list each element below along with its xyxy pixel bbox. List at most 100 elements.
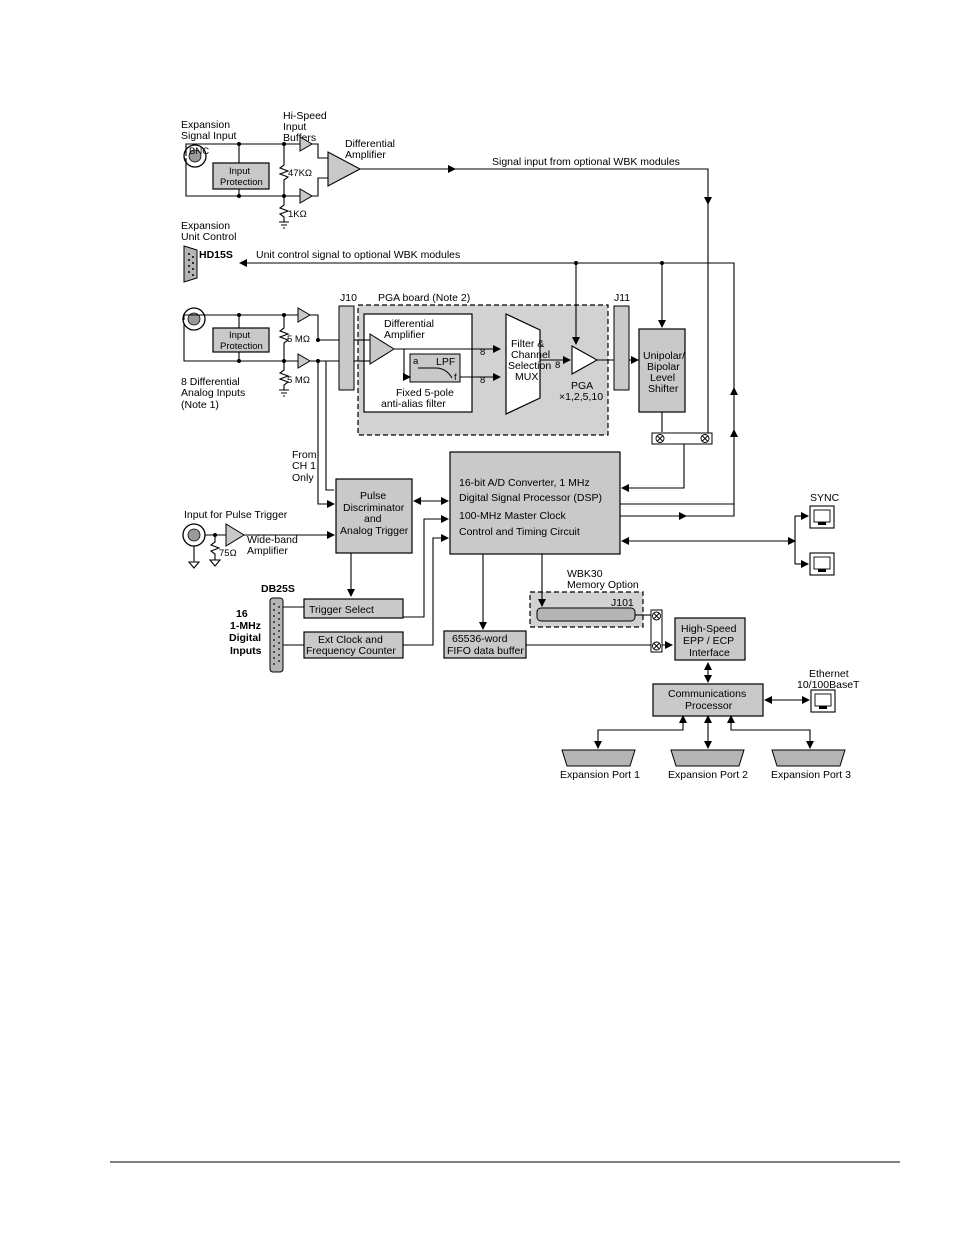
pulse-disc-label-2: Discriminator bbox=[343, 502, 405, 514]
comm-label-1: Communications bbox=[668, 688, 746, 700]
expansion-port-3-label: Expansion Port 3 bbox=[771, 769, 851, 781]
sync-label: SYNC bbox=[810, 492, 840, 504]
ethernet-label-2: 10/100BaseT bbox=[797, 679, 860, 691]
bus-width-label: 8 bbox=[555, 360, 560, 371]
lpf-a-label: a bbox=[413, 356, 419, 367]
pga-board: PGA board (Note 2) J10 J11 Differential … bbox=[338, 263, 686, 436]
mux-label-3: Selection bbox=[508, 360, 551, 372]
pulse-disc-label-4: Analog Trigger bbox=[340, 525, 409, 537]
db25s-label: DB25S bbox=[261, 583, 295, 595]
signal-input-wbk-label: Signal input from optional WBK modules bbox=[492, 156, 680, 168]
input-protection-mid-1: Input bbox=[229, 330, 250, 341]
j11-connector bbox=[613, 305, 630, 391]
from-ch1-label-2: CH 1 bbox=[292, 460, 316, 472]
sync-jack-icon bbox=[809, 552, 835, 576]
trigger-select-box bbox=[303, 598, 404, 619]
buffer-icon bbox=[297, 353, 311, 369]
core-section: Pulse Discriminator and Analog Trigger 1… bbox=[182, 204, 860, 781]
adc-label-1: 16-bit A/D Converter, 1 MHz bbox=[459, 477, 590, 489]
diff-inputs-label-1: 8 Differential bbox=[181, 376, 240, 388]
adc-label-3: 100-MHz Master Clock bbox=[459, 510, 567, 522]
epp-label-3: Interface bbox=[689, 647, 730, 659]
pulse-disc-label-1: Pulse bbox=[360, 490, 386, 502]
diff-inputs-label-3: (Note 1) bbox=[181, 399, 219, 411]
trigger-select-label: Trigger Select bbox=[309, 604, 374, 616]
comm-label-2: Processor bbox=[685, 700, 733, 712]
pulse-disc-label-3: and bbox=[364, 513, 382, 525]
expansion-signal-label-2: Signal Input bbox=[181, 130, 237, 142]
lpf-label: LPF bbox=[436, 356, 455, 368]
buffer-icon bbox=[299, 136, 313, 152]
j101-connector-icon bbox=[536, 607, 636, 622]
differential-amplifier-icon bbox=[327, 151, 362, 187]
expansion-signal-section: Expansion Signal Input BNC Hi-Speed Inpu… bbox=[181, 110, 712, 229]
epp-interface-box bbox=[674, 617, 746, 661]
bnc-connector-icon bbox=[182, 523, 206, 547]
r-5m-label: 5 MΩ bbox=[287, 334, 310, 345]
buffer-icon bbox=[297, 307, 311, 323]
shifter-label-2: Bipolar bbox=[647, 361, 680, 373]
analog-inputs-section: Input Protection 5 MΩ 5 MΩ 8 Differentia… bbox=[181, 307, 370, 508]
filter-caption-2: anti-alias filter bbox=[381, 398, 446, 410]
j101-label: J101 bbox=[611, 597, 634, 609]
input-protection-box-mid bbox=[212, 327, 270, 353]
pga-gain-label: ×1,2,5,10 bbox=[559, 391, 603, 403]
fifo-box bbox=[443, 630, 527, 659]
ethernet-jack-icon bbox=[810, 689, 836, 713]
shifter-label-1: Unipolar/ bbox=[643, 350, 685, 362]
bnc-connector-icon: BNC bbox=[183, 144, 209, 168]
comm-processor-box bbox=[652, 683, 764, 717]
adc-label-4: Control and Timing Circuit bbox=[459, 526, 580, 538]
bus-width-label: 8 bbox=[480, 375, 485, 386]
fifo-label-1: 65536-word bbox=[452, 633, 508, 645]
ext-clock-label-2: Frequency Counter bbox=[306, 645, 396, 657]
pulse-trigger-label: Input for Pulse Trigger bbox=[184, 509, 288, 521]
wbk30-label-2: Memory Option bbox=[567, 579, 639, 591]
input-protection-top-2: Protection bbox=[220, 177, 263, 188]
pga-diff-amp-label-1: Differential bbox=[384, 318, 434, 330]
r-47k-label: 47KΩ bbox=[288, 168, 312, 179]
epp-label-2: EPP / ECP bbox=[683, 635, 734, 647]
ethernet-label-1: Ethernet bbox=[809, 668, 849, 680]
ext-clock-label-1: Ext Clock and bbox=[318, 634, 383, 646]
pga-label: PGA bbox=[571, 380, 593, 392]
hi-speed-label-1: Hi-Speed bbox=[283, 110, 327, 122]
from-ch1-label-1: From bbox=[292, 449, 317, 461]
pga-diff-amp-label-2: Amplifier bbox=[384, 329, 425, 341]
from-ch1-label-3: Only bbox=[292, 472, 314, 484]
pga-amplifier-icon bbox=[571, 345, 599, 375]
bnc-connector-icon bbox=[182, 307, 206, 331]
wbk30-label-1: WBK30 bbox=[567, 568, 603, 580]
pga-diff-amp-icon bbox=[369, 333, 395, 365]
unit-control-label-2: Unit Control bbox=[181, 231, 236, 243]
r-5m-label: 5 MΩ bbox=[287, 375, 310, 386]
input-protection-top-1: Input bbox=[229, 166, 250, 177]
digital-inputs-label-4: Inputs bbox=[230, 645, 262, 657]
mux-block bbox=[505, 313, 541, 415]
mux-label-4: MUX bbox=[515, 371, 538, 383]
wideband-amplifier-icon bbox=[225, 523, 245, 547]
input-protection-box-top bbox=[212, 162, 270, 190]
shifter-label-4: Shifter bbox=[648, 383, 679, 395]
expansion-unit-control-section: Expansion Unit Control HD15S Unit contro… bbox=[181, 220, 735, 430]
diff-amp-top-label-2: Amplifier bbox=[345, 149, 386, 161]
digital-inputs-label-1: 16 bbox=[236, 608, 248, 620]
expansion-port-3-icon bbox=[771, 749, 846, 767]
input-protection-mid-2: Protection bbox=[220, 341, 263, 352]
digital-inputs-label-3: Digital bbox=[229, 632, 261, 644]
r-1k-label: 1KΩ bbox=[288, 209, 307, 220]
epp-label-1: High-Speed bbox=[681, 623, 737, 635]
digital-inputs-label-2: 1-MHz bbox=[230, 620, 261, 632]
bus-width-label: 8 bbox=[480, 347, 485, 358]
j10-connector bbox=[338, 305, 355, 391]
db25-connector-icon bbox=[269, 597, 284, 673]
level-shifter-box bbox=[638, 328, 686, 413]
diff-amp-top-label-1: Differential bbox=[345, 138, 395, 150]
adc-label-2: Digital Signal Processor (DSP) bbox=[459, 492, 602, 504]
bnc-label: BNC bbox=[189, 146, 209, 157]
mux-label-2: Channel bbox=[511, 349, 550, 361]
filter-caption-1: Fixed 5-pole bbox=[396, 387, 454, 399]
hd15-connector-icon bbox=[183, 245, 198, 283]
wideband-label-1: Wide-band bbox=[247, 534, 298, 546]
